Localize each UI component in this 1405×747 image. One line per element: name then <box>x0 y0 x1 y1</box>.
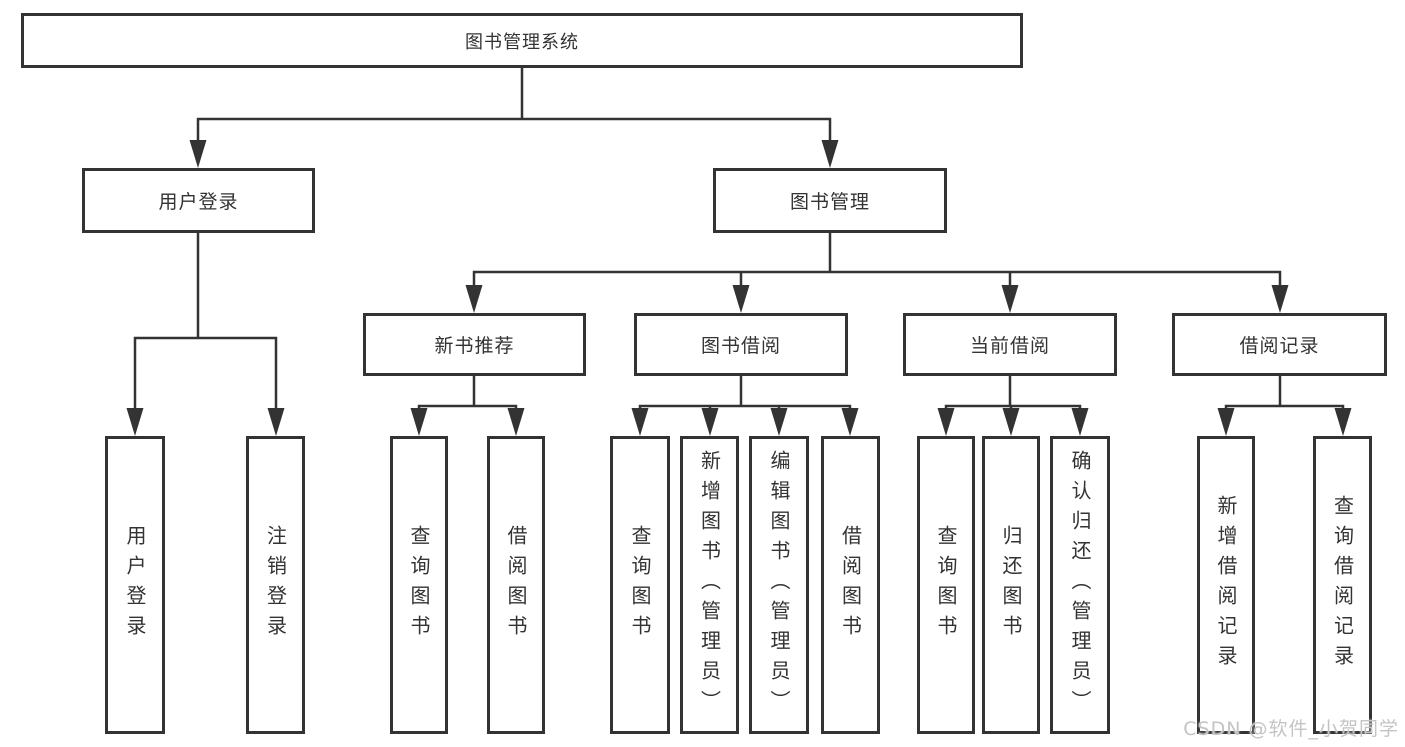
node-label: 查询图书 <box>628 525 652 645</box>
arrowhead <box>189 140 207 168</box>
node-label: 查询图书 <box>934 525 958 645</box>
leaf-current-return-books: 归还图书 <box>982 436 1040 734</box>
node-book-management: 图书管理 <box>713 168 947 233</box>
arrowhead <box>701 408 719 436</box>
connector-group-borrow-record <box>1217 376 1352 436</box>
leaf-logout: 注销登录 <box>246 436 305 734</box>
node-label: 查询图书 <box>407 525 431 645</box>
leaf-current-query-books: 查询图书 <box>917 436 975 734</box>
node-label: 借阅图书 <box>504 525 528 645</box>
arrowhead <box>631 408 649 436</box>
arrowhead <box>1334 408 1352 436</box>
node-label: 当前借阅 <box>969 335 1050 357</box>
connector-group-book-borrow <box>631 376 859 436</box>
node-book-borrow: 图书借阅 <box>634 313 848 376</box>
arrowhead <box>1271 285 1289 313</box>
node-label: 用户登录 <box>123 525 147 645</box>
node-label: 新增借阅记录 <box>1214 495 1238 675</box>
node-label: 注销登录 <box>263 525 288 645</box>
leaf-record-query-borrow-record: 查询借阅记录 <box>1313 436 1372 734</box>
connector-group-user-login <box>126 233 285 436</box>
leaf-recommend-borrow-books: 借阅图书 <box>487 436 545 734</box>
arrowhead <box>1071 408 1089 436</box>
node-root-system: 图书管理系统 <box>21 13 1023 68</box>
node-label: 归还图书 <box>999 525 1023 645</box>
leaf-current-confirm-return-admin: 确认归还（管理员） <box>1050 436 1110 734</box>
leaf-user-login: 用户登录 <box>105 436 165 734</box>
leaf-borrow-query-books: 查询图书 <box>610 436 670 734</box>
csdn-watermark: CSDN @软件_小贺同学 <box>1183 718 1399 740</box>
node-new-book-recommend: 新书推荐 <box>363 313 586 376</box>
node-label: 图书管理系统 <box>465 31 579 53</box>
node-label: 确认归还（管理员） <box>1068 450 1092 720</box>
leaf-recommend-query-books: 查询图书 <box>390 436 448 734</box>
node-current-borrow: 当前借阅 <box>903 313 1117 376</box>
connector-group-book-management <box>465 233 1289 313</box>
leaf-borrow-edit-books-admin: 编辑图书（管理员） <box>749 436 809 734</box>
node-label: 查询借阅记录 <box>1330 495 1355 675</box>
arrowhead <box>937 408 955 436</box>
connector-group-root <box>189 68 839 168</box>
arrowhead <box>841 408 859 436</box>
arrowhead <box>267 408 285 436</box>
connector-group-new-book-recommend <box>410 376 525 436</box>
leaf-record-add-borrow-record: 新增借阅记录 <box>1197 436 1255 734</box>
connector-group-current-borrow <box>937 376 1089 436</box>
node-label: 图书借阅 <box>700 335 781 357</box>
node-user-login: 用户登录 <box>82 168 315 233</box>
node-label: 新书推荐 <box>434 335 515 357</box>
leaf-borrow-borrow-books: 借阅图书 <box>821 436 880 734</box>
arrowhead <box>1002 408 1020 436</box>
arrowhead <box>770 408 788 436</box>
node-label: 图书管理 <box>789 191 870 213</box>
arrowhead <box>126 408 144 436</box>
arrowhead <box>410 408 428 436</box>
arrowhead <box>821 140 839 168</box>
node-borrow-record: 借阅记录 <box>1172 313 1387 376</box>
arrowhead <box>465 285 483 313</box>
arrowhead <box>507 408 525 436</box>
arrowhead <box>732 285 750 313</box>
node-label: 编辑图书（管理员） <box>767 450 791 720</box>
leaf-borrow-add-books-admin: 新增图书（管理员） <box>680 436 739 734</box>
arrowhead <box>1217 408 1235 436</box>
node-label: 借阅记录 <box>1239 335 1320 357</box>
node-label: 新增图书（管理员） <box>697 450 722 720</box>
arrowhead <box>1001 285 1019 313</box>
node-label: 用户登录 <box>158 191 239 213</box>
node-label: 借阅图书 <box>838 525 863 645</box>
